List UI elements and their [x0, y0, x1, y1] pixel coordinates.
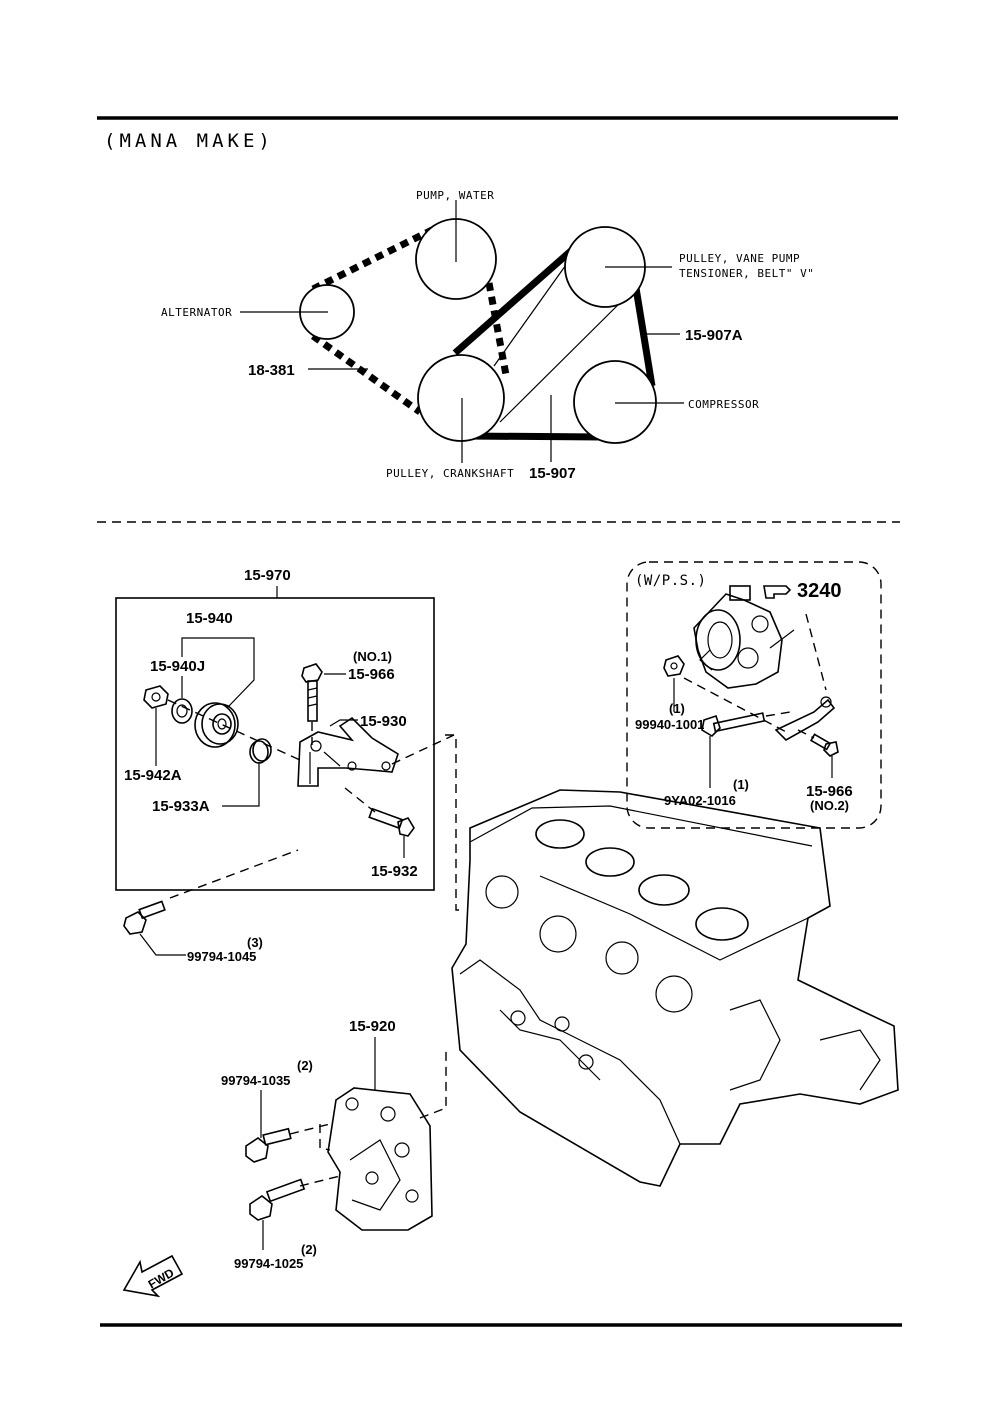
- dash-axis-idler: [167, 699, 301, 761]
- power-steering-section: (W/P.S.) 3240 (1) 99940-1001: [626, 561, 882, 829]
- label-compressor: COMPRESSOR: [688, 398, 759, 411]
- power-steering-pump-icon: [693, 585, 783, 689]
- belt-ps-right: [632, 287, 656, 387]
- belt-thin-2: [499, 289, 634, 423]
- part-15-940j: 15-940J: [150, 658, 205, 675]
- ps-title: (W/P.S.): [635, 573, 706, 589]
- dash-bolt-1035: [289, 1123, 331, 1135]
- qty-99794-1025: (2): [301, 1242, 317, 1257]
- header-title: (MANA MAKE): [104, 130, 274, 152]
- bolt-1035-icon: [245, 1127, 292, 1163]
- ps-ref-3240: 3240: [797, 580, 842, 602]
- note-no2: (NO.2): [810, 798, 849, 813]
- bolt-1045-icon: [123, 900, 166, 935]
- leader-15-930: [329, 719, 358, 727]
- label-alternator: ALTERNATOR: [161, 306, 232, 319]
- part-99940-1001: 99940-1001: [635, 717, 704, 732]
- dash-ps-bolt: [765, 711, 791, 717]
- ps-nut-icon: [663, 655, 685, 677]
- part-99794-1025: 99794-1025: [234, 1256, 303, 1271]
- part-18-381: 18-381: [248, 362, 295, 379]
- label-pulley-crankshaft: PULLEY, CRANKSHAFT: [386, 467, 514, 480]
- arrow-ps: [769, 629, 795, 649]
- ps-bracket-icon: [774, 696, 836, 741]
- bolt-no1-icon: [301, 663, 323, 722]
- idler-nut-icon: [143, 685, 169, 709]
- dash-mount-to-block: [419, 1050, 447, 1119]
- belt-alternator-right: [485, 282, 510, 376]
- ps-bolt-no2-icon: [809, 733, 839, 757]
- qty-99794-1045: (3): [247, 935, 263, 950]
- compressor-pulley: [573, 360, 657, 444]
- bolt-15-932-icon: [368, 807, 415, 837]
- dash-bolt-15-932: [344, 787, 376, 813]
- part-15-907a: 15-907A: [685, 327, 743, 344]
- leader-99794-1045: [139, 933, 186, 956]
- pointing-hand-icon: [763, 585, 792, 599]
- spacer-icon: [249, 738, 272, 764]
- fwd-label: FWD: [146, 1265, 177, 1291]
- ps-long-bolt-icon: [701, 712, 766, 738]
- part-15-932: 15-932: [371, 863, 418, 880]
- idler-pulley-icon: [194, 702, 239, 748]
- part-99794-1035: 99794-1035: [221, 1073, 290, 1088]
- belt-routing-diagram: PUMP, WATER ALTERNATOR PULLEY, VANE PUMP…: [161, 189, 814, 482]
- part-15-970: 15-970: [244, 567, 291, 584]
- bolt-1025-icon: [249, 1178, 306, 1221]
- dash-ps-nut: [683, 677, 791, 735]
- leader-15-933a: [222, 762, 260, 807]
- bolt-99794-1045: (3) 99794-1045: [123, 849, 299, 964]
- qty-9ya02-1016: (1): [733, 777, 749, 792]
- bracket-assembly: 15-970 15-940 15-940J 15-942A: [115, 567, 465, 911]
- part-15-930: 15-930: [360, 713, 407, 730]
- part-15-966: 15-966: [348, 666, 395, 683]
- part-15-920: 15-920: [349, 1018, 396, 1035]
- dash-bolt-1045: [169, 849, 299, 899]
- qty-99794-1035: (2): [297, 1058, 313, 1073]
- label-tensioner: TENSIONER, BELT" V": [679, 267, 814, 280]
- assembly-box: [115, 597, 435, 891]
- mount-bracket-icon: [327, 1087, 433, 1231]
- part-15-942a: 15-942A: [124, 767, 182, 784]
- part-15-933a: 15-933A: [152, 798, 210, 815]
- part-15-907: 15-907: [529, 465, 576, 482]
- fwd-arrow-icon: FWD: [122, 1254, 184, 1298]
- belt-ac-lower: [465, 432, 603, 441]
- part-15-966-no2: 15-966: [806, 783, 853, 800]
- qty-99940-1001: (1): [669, 701, 685, 716]
- dash-bolt-1035b: [319, 1124, 331, 1151]
- label-pulley-vane-pump: PULLEY, VANE PUMP: [679, 252, 800, 265]
- crankshaft-pulley: [417, 354, 505, 442]
- dash-to-engine: [445, 734, 465, 911]
- leader-15-940: [181, 637, 255, 708]
- note-no1: (NO.1): [353, 649, 392, 664]
- belt-alternator-upper: [311, 224, 438, 293]
- belt-ps-upper: [452, 247, 575, 356]
- dash-ps-bolt-no2: [797, 729, 815, 739]
- part-9ya02-1016: 9YA02-1016: [664, 793, 736, 808]
- dash-bolt-1025: [299, 1175, 341, 1187]
- belt-thin-1: [493, 254, 574, 367]
- label-pump-water: PUMP, WATER: [416, 189, 494, 202]
- part-99794-1045: 99794-1045: [187, 949, 256, 964]
- bearing-icon: [171, 698, 193, 724]
- engine-block-icon: [451, 789, 899, 1187]
- part-15-940: 15-940: [186, 610, 233, 627]
- dash-bracket-to-block: [391, 734, 455, 765]
- dash-ps-ref: [805, 613, 827, 691]
- belt-alternator-lower: [310, 333, 423, 415]
- mount-bracket-group: 15-920 (2) 99794-1035 (2) 9979: [221, 1018, 447, 1271]
- ps-dashed-box: [626, 561, 882, 829]
